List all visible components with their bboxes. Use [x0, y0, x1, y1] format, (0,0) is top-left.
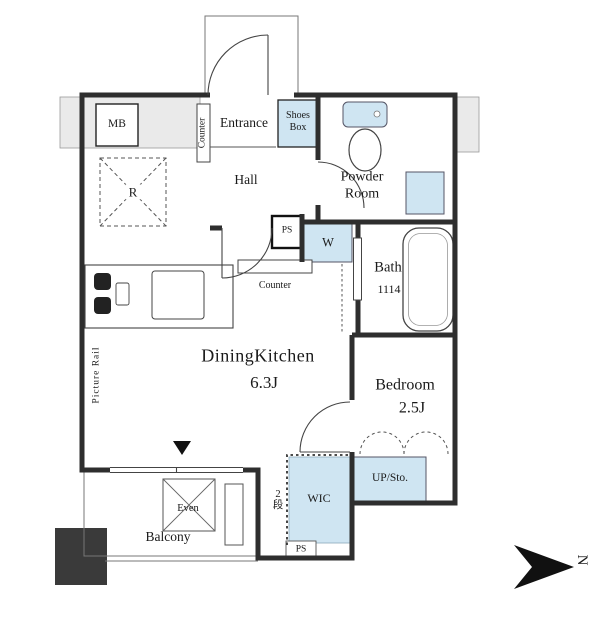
label-bath-size: 1114: [377, 281, 401, 296]
toilet-icon: [348, 110, 382, 172]
wic-dashed-border: [286, 454, 352, 545]
window-marker-triangle: [173, 441, 191, 455]
counter-mid-strip: [237, 259, 313, 274]
label-shoes-box: Shoes Box: [286, 110, 310, 134]
label-evacuation-hatch: Even: [177, 502, 199, 514]
mb-box: [95, 103, 139, 147]
evac-hatch-icon: [162, 478, 216, 532]
powder-room-door-arc: [317, 161, 365, 209]
wic-area: [288, 456, 352, 544]
stove-icon: [94, 273, 130, 314]
label-shoes-box-line2: Box: [289, 122, 307, 133]
label-powder-room-line2: Room: [344, 186, 380, 201]
label-balcony: Balcony: [145, 529, 191, 545]
balcony-outline: [83, 472, 258, 562]
bathtub-icon: [402, 227, 454, 332]
label-picture-rail: Picture Rail: [91, 346, 102, 404]
label-bath: Bath: [374, 259, 402, 276]
entrance-door-arc: [207, 34, 269, 96]
hall-door-arc: [221, 227, 273, 279]
washbasin-icon: [405, 171, 445, 215]
sink-icon: [151, 270, 205, 320]
label-ps-upper: PS: [281, 225, 293, 236]
label-wic: WIC: [307, 490, 331, 505]
ps-box-upper: [270, 214, 304, 250]
bedroom-door-arc: [299, 401, 351, 453]
label-dining-kitchen: DiningKitchen: [201, 345, 315, 366]
entrance-alcove-outline: [204, 15, 299, 95]
label-washer: W: [322, 235, 334, 250]
counter-entrance-strip: [196, 103, 211, 163]
label-shoes-box-line1: Shoes: [286, 110, 310, 122]
label-ps-lower: PS: [295, 544, 307, 555]
toilet-tank-icon: [342, 101, 388, 128]
label-hall: Hall: [234, 172, 258, 188]
bath-door-panel: [353, 237, 362, 301]
label-bedroom: Bedroom: [375, 376, 435, 394]
kitchen-counter: [84, 264, 234, 329]
compass-north-label: N: [573, 554, 590, 566]
refrigerator-space-outline: [99, 157, 167, 227]
shoes-box: [277, 99, 319, 148]
walls: [79, 92, 458, 561]
label-powder-room: Powder Room: [341, 169, 384, 202]
gray-area-topright: [456, 96, 480, 153]
label-counter-entrance: Counter: [197, 117, 208, 149]
label-powder-room-line1: Powder: [340, 169, 384, 185]
balcony-window: [110, 466, 243, 474]
label-counter-kitchen: Counter: [258, 280, 292, 292]
label-mb: MB: [108, 118, 126, 131]
ac-unit-icon: [224, 483, 244, 546]
closet-folding-doors: [359, 431, 449, 455]
label-dining-kitchen-size: 6.3J: [250, 372, 278, 392]
compass-icon: [514, 545, 574, 589]
label-refrigerator-space: R: [125, 184, 141, 200]
label-up-storage: UP/Sto.: [371, 472, 409, 485]
label-shelf-tiers: 2段: [272, 488, 284, 511]
label-entrance: Entrance: [220, 115, 268, 131]
label-bedroom-size: 2.5J: [398, 399, 426, 417]
